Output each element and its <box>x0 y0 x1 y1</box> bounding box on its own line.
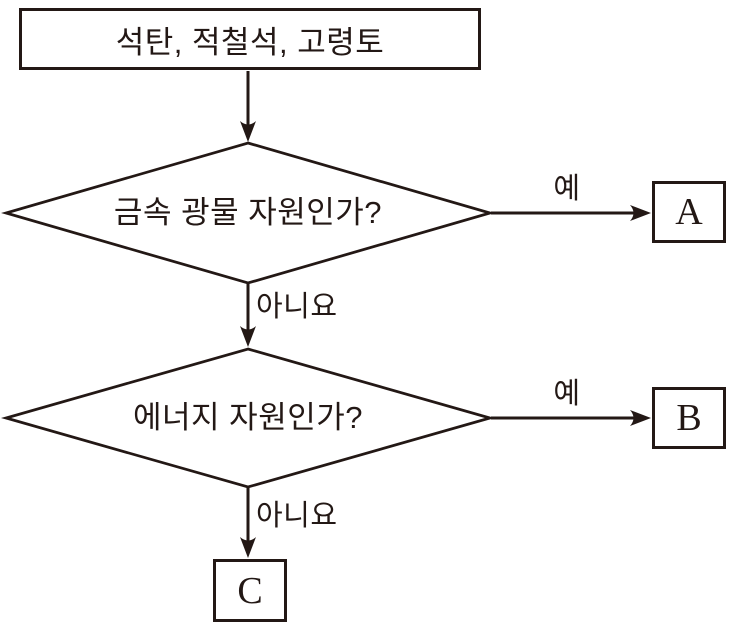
arrowhead-decision2-to-c <box>240 537 256 558</box>
decision1-question: 금속 광물 자원인가? <box>113 195 383 230</box>
result-box-b: B <box>652 387 726 449</box>
arrowhead-decision1-to-decision2 <box>240 326 256 347</box>
no-label-decision2: 아니요 <box>256 500 338 532</box>
decision-diamond-1-shape <box>1 141 495 285</box>
decision-diamond-2-shape <box>0 347 496 489</box>
start-box: 석탄, 적철석, 고령토 <box>19 8 481 70</box>
arrowhead-decision2-to-b <box>630 410 651 426</box>
yes-label-decision2: 예 <box>553 378 581 410</box>
decision2-question: 에너지 자원인가? <box>133 400 363 435</box>
yes-label-decision1: 예 <box>553 173 581 205</box>
arrowhead-start-to-decision1 <box>240 121 256 142</box>
result-box-c: C <box>213 559 287 622</box>
result-box-a: A <box>652 181 726 243</box>
no-label-decision1: 아니요 <box>256 291 338 323</box>
arrowhead-decision1-to-a <box>630 205 651 221</box>
